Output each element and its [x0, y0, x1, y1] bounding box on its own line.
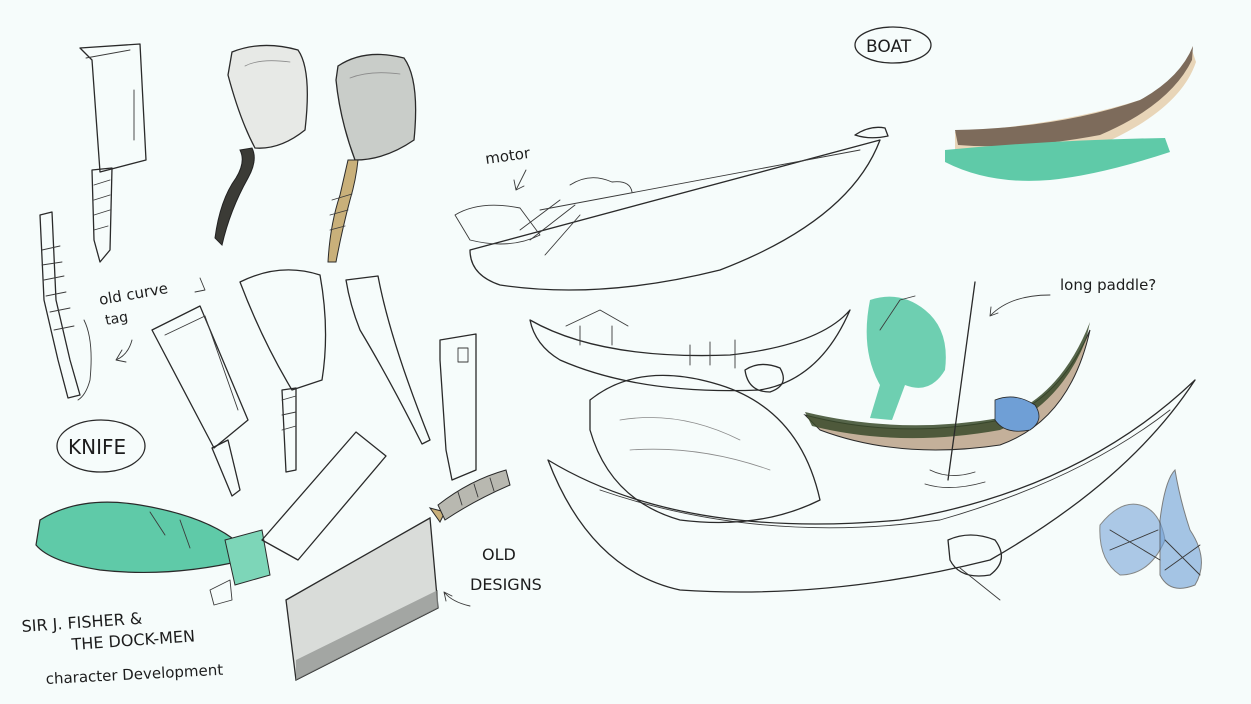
- old-designs-label-line-1: OLD: [482, 545, 516, 564]
- cleaver-sketch-dark-handle: [214, 44, 308, 246]
- cleaver-teal-handle: [35, 431, 387, 606]
- old-tag-label: tag: [104, 309, 129, 329]
- paddle-boat-colored: long paddle?: [803, 276, 1156, 488]
- color-swatch-strokes: [945, 46, 1196, 181]
- handle-wrap-sketch: [39, 211, 92, 401]
- knife-label: KNIFE: [68, 435, 126, 459]
- knife-label-bubble: KNIFE: [56, 419, 146, 473]
- cleaver-sketch-row-2: [151, 269, 477, 497]
- boat-label-bubble: BOAT: [854, 26, 932, 64]
- long-boat-sketch: [547, 374, 1196, 601]
- cleaver-sketch-1: [79, 43, 147, 263]
- old-designs-label-line-2: DESIGNS: [470, 575, 542, 594]
- bait-bag-sketch-blue: [1099, 468, 1202, 589]
- long-paddle-label: long paddle?: [1060, 276, 1156, 294]
- cleaver-sketch-tan-handle: [327, 53, 417, 263]
- boat-label: BOAT: [866, 37, 912, 57]
- roofed-boat-sketch: [529, 309, 851, 393]
- cleaver-large-colored: [285, 469, 511, 681]
- annotation-old-designs: OLD DESIGNS: [443, 545, 542, 607]
